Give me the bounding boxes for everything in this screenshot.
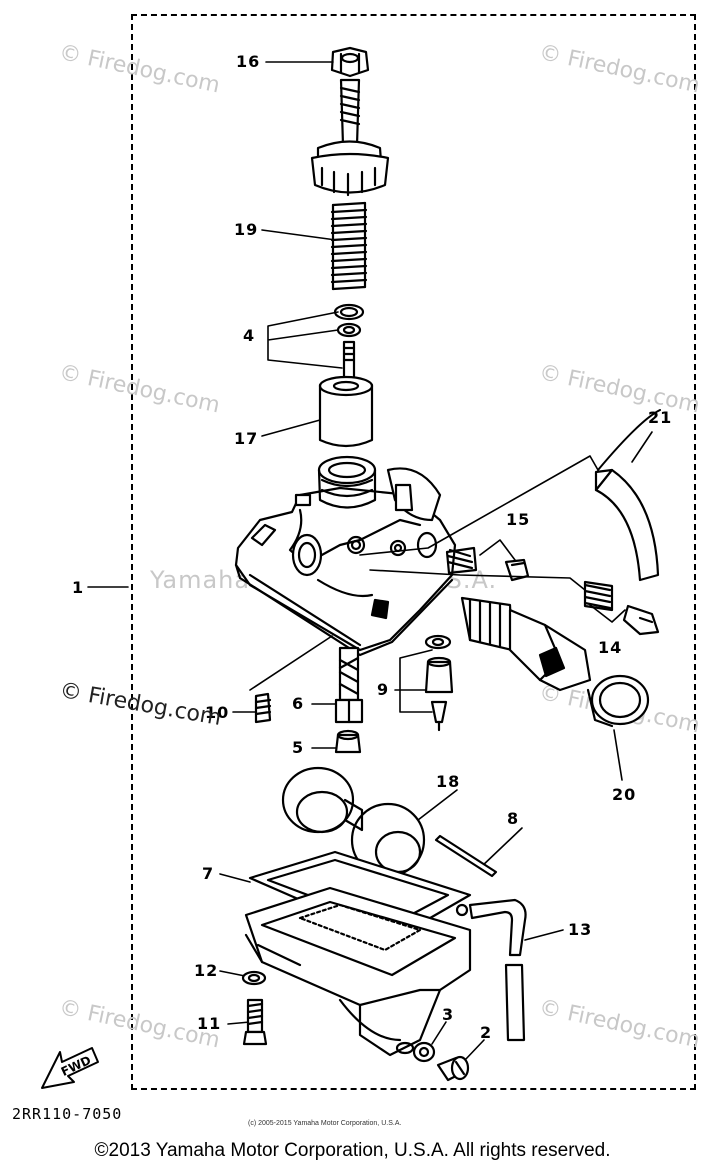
part-4-clips	[333, 303, 365, 338]
part-15-screw	[445, 546, 530, 582]
part-17-slide	[318, 340, 374, 448]
part-18-float	[281, 766, 426, 878]
callout-14: 14	[598, 638, 623, 657]
assembly-boundary	[131, 14, 696, 1090]
callout-7: 7	[202, 864, 215, 883]
fwd-arrow-icon: FWD	[41, 1047, 99, 1089]
callout-13: 13	[568, 920, 593, 939]
callout-1: 1	[72, 578, 85, 597]
part-16-cap	[310, 78, 390, 197]
part-2-drain-screw	[436, 1055, 470, 1082]
part-float-bowl	[244, 886, 472, 1057]
part-11-screw	[242, 998, 268, 1046]
callout-6: 6	[292, 694, 305, 713]
callout-20: 20	[612, 785, 637, 804]
callout-3: 3	[442, 1005, 455, 1024]
callout-4: 4	[243, 326, 256, 345]
callout-9: 9	[377, 680, 390, 699]
part-14-screw	[583, 580, 660, 636]
part-5-main-jet	[334, 729, 362, 754]
callout-19: 19	[234, 220, 259, 239]
small-copyright: (c) 2005-2015 Yamaha Motor Corporation, …	[248, 1120, 402, 1127]
callout-15: 15	[506, 510, 531, 529]
callout-17: 17	[234, 429, 259, 448]
part-number: 2RR110-7050	[12, 1105, 123, 1123]
leader-lines	[219, 61, 653, 1061]
part-16-nut	[330, 46, 370, 78]
part-10-pilot-jet	[254, 692, 272, 724]
callout-11: 11	[197, 1014, 222, 1033]
part-3-washer	[412, 1041, 436, 1063]
callout-16: 16	[236, 52, 261, 71]
callout-2: 2	[480, 1023, 493, 1042]
part-21-hose	[594, 409, 661, 582]
part-13-hose	[468, 898, 527, 1042]
part-20-choke	[460, 596, 650, 728]
part-6-needle-jet	[334, 646, 364, 724]
callout-5: 5	[292, 738, 305, 757]
callout-8: 8	[507, 809, 520, 828]
part-1-carburetor-body	[234, 455, 457, 657]
callout-10: 10	[205, 703, 230, 722]
part-9-needle-valve	[424, 634, 454, 732]
callout-21: 21	[648, 408, 673, 427]
callout-12: 12	[194, 961, 219, 980]
part-19-spring	[330, 201, 368, 291]
part-8-float-pin	[434, 834, 498, 878]
footer-copyright: ©2013 Yamaha Motor Corporation, U.S.A. A…	[94, 1140, 611, 1161]
callout-18: 18	[436, 772, 461, 791]
part-12-washer	[241, 970, 267, 986]
